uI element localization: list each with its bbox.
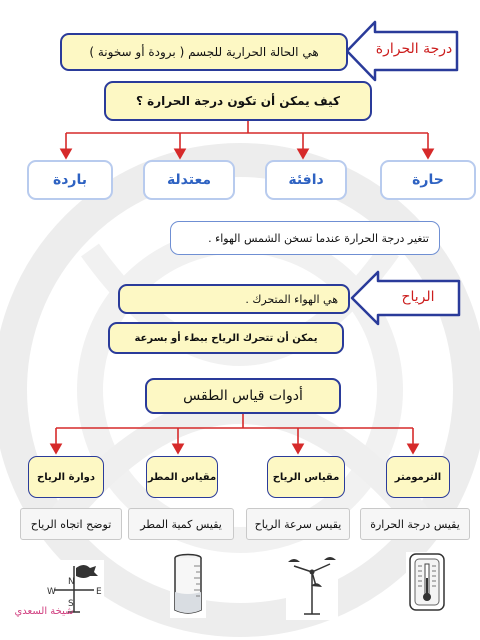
tool-name-thermometer: الترمومتر (386, 456, 450, 498)
category-hot: حارة (380, 160, 476, 200)
category-moderate: معتدلة (143, 160, 235, 200)
rain-gauge-icon (170, 552, 206, 618)
temperature-fact: تتغير درجة الحرارة عندما تسخن الشمس الهو… (170, 221, 440, 255)
temperature-heading: درجة الحرارة (375, 41, 453, 57)
temperature-question: كيف يمكن أن تكون درجة الحرارة ؟ (104, 81, 372, 121)
tool-desc-thermometer: يقيس درجة الحرارة (360, 508, 470, 540)
tool-desc-rain-gauge: يقيس كمية المطر (128, 508, 234, 540)
wind-definition: هي الهواء المتحرك . (118, 284, 350, 314)
tool-name-weather-vane: دوارة الرياح (28, 456, 104, 498)
temperature-definition: هي الحالة الحرارية للجسم ( برودة أو سخون… (60, 33, 348, 71)
svg-text:N: N (68, 577, 75, 587)
tool-desc-anemometer: يقيس سرعة الرياح (246, 508, 350, 540)
tool-name-rain-gauge: مقياس المطر (146, 456, 218, 498)
temperature-heading-arrow (345, 20, 459, 82)
category-warm: دافئة (265, 160, 347, 200)
wind-fact: يمكن أن تتحرك الرياح ببطء أو بسرعة (108, 322, 344, 354)
thermometer-icon (406, 552, 448, 612)
tools-heading: أدوات قياس الطقس (145, 378, 341, 414)
author-signature: شيخة السعدي (14, 606, 74, 617)
wind-heading-arrow (350, 270, 461, 326)
svg-text:E: E (96, 587, 102, 597)
category-cold: باردة (27, 160, 113, 200)
weather-vane-icon: W E S N (44, 560, 104, 614)
tool-desc-weather-vane: توضح اتجاه الرياح (20, 508, 122, 540)
anemometer-icon (286, 552, 338, 620)
tool-name-anemometer: مقياس الرياح (267, 456, 345, 498)
wind-heading: الرياح (401, 289, 435, 305)
svg-text:S: S (68, 599, 74, 609)
svg-text:W: W (47, 587, 56, 597)
